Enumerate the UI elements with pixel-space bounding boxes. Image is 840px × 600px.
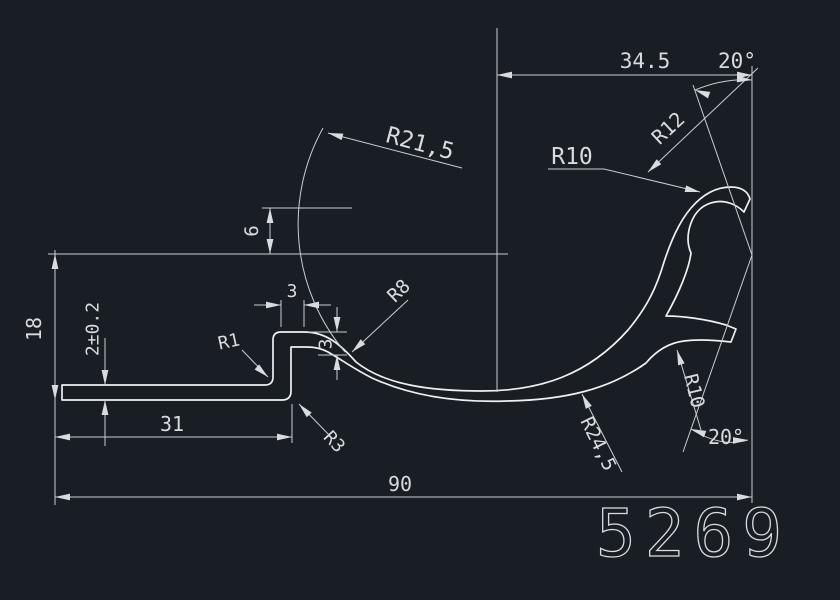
- dim-label-90: 90: [388, 472, 412, 496]
- angle-label-bottom: 20°: [708, 425, 744, 449]
- angle-label-top: 20°: [718, 49, 756, 73]
- profile-outline: [61, 186, 751, 403]
- arrowhead: [333, 317, 341, 332]
- part-number: 5269: [596, 495, 791, 572]
- arrowhead: [304, 301, 319, 309]
- angle-dim-line-top: [692, 84, 753, 256]
- dim-label-step-height: 3: [316, 339, 337, 350]
- arrowhead: [51, 254, 59, 269]
- dim-label-34-5: 34.5: [620, 49, 671, 73]
- arrowhead: [266, 239, 274, 254]
- leader-r12: [647, 67, 759, 173]
- dim-label-31: 31: [160, 412, 184, 436]
- arrowhead: [266, 301, 281, 309]
- angle-dim-line-bottom: [682, 254, 753, 453]
- radius-label-r1: R1: [216, 329, 242, 354]
- construction-arc-r24-5: [297, 127, 346, 353]
- arrowhead: [254, 364, 271, 380]
- arrowhead: [101, 400, 109, 415]
- dimension-labels: 34.5 20° R12 R10 R21,5 6 2±0.2 18 3 3 R1…: [22, 49, 756, 496]
- leader-r10-top: [548, 168, 701, 193]
- leader-lines: [241, 67, 759, 473]
- arrowhead: [51, 385, 59, 400]
- arrowhead: [689, 425, 707, 438]
- arrowhead: [333, 355, 341, 370]
- dimension-lines: [54, 74, 753, 498]
- arrowhead: [693, 86, 711, 99]
- arrowhead: [327, 129, 344, 141]
- leader-r21-5: [327, 132, 463, 169]
- arrowhead: [266, 208, 274, 223]
- radius-label-r10-top: R10: [551, 144, 593, 170]
- dim-label-18: 18: [22, 317, 46, 341]
- arrowhead: [101, 370, 109, 385]
- arrowhead: [277, 433, 292, 441]
- radius-label-r8: R8: [383, 275, 415, 307]
- arrowhead: [578, 392, 592, 409]
- arrowhead: [497, 71, 512, 79]
- dim-label-6: 6: [241, 225, 263, 236]
- dim-label-thickness: 2±0.2: [83, 302, 104, 356]
- arrowhead: [684, 185, 701, 196]
- radius-label-r12: R12: [647, 107, 690, 149]
- radius-label-r21-5: R21,5: [383, 122, 457, 165]
- arrowhead: [55, 493, 70, 501]
- arrowhead: [736, 75, 753, 84]
- radius-label-r10-bottom: R10: [679, 372, 709, 411]
- arrowhead: [673, 349, 685, 366]
- arrowhead: [55, 433, 70, 441]
- radius-label-r3: R3: [319, 427, 349, 457]
- dim-label-step-width: 3: [287, 281, 298, 302]
- radius-label-r24-5: R24,5: [576, 413, 621, 474]
